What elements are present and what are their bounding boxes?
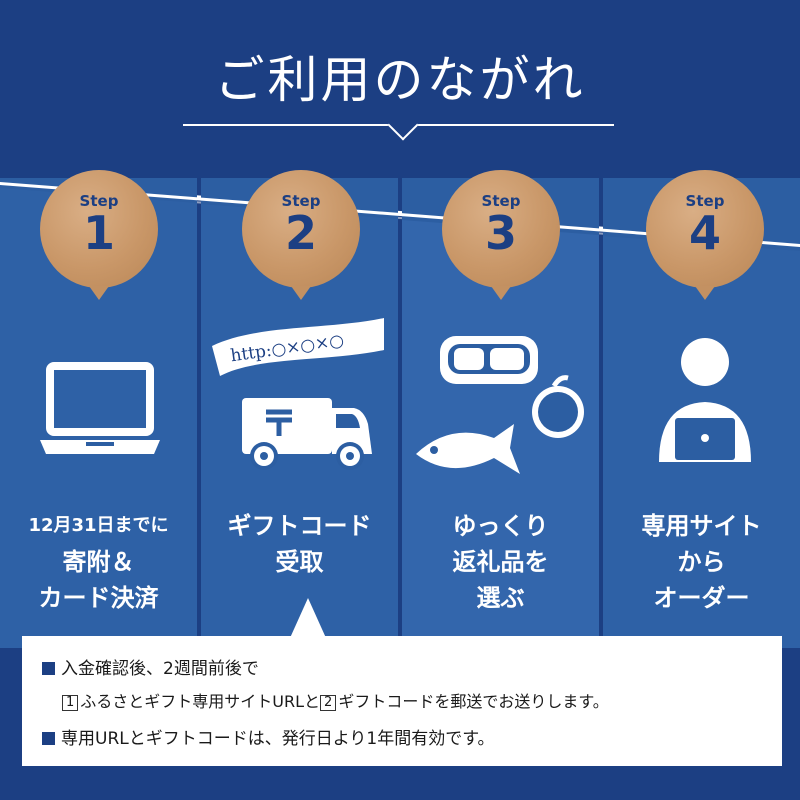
caption-line: 選ぶ xyxy=(476,584,525,612)
notes-text: ふるさとギフト専用サイトURLと xyxy=(80,692,321,711)
step-label: Step xyxy=(481,192,521,210)
caption-line: 寄附＆ xyxy=(62,548,135,576)
laptop-icon xyxy=(40,362,160,454)
title-underline-left xyxy=(183,124,388,126)
notes-line-1: 入金確認後、2週間前後で xyxy=(42,654,259,679)
step-badge-1: Step 1 xyxy=(40,170,158,300)
step-label: Step xyxy=(79,192,119,210)
caption-line: カード決済 xyxy=(38,584,159,612)
step-number: 3 xyxy=(484,206,517,260)
boxed-number: 1 xyxy=(62,695,79,711)
step-badge-4: Step 4 xyxy=(646,170,764,300)
title-underline-right xyxy=(418,124,614,126)
boxed-number: 2 xyxy=(320,695,337,711)
page-title: ご利用のながれ xyxy=(214,51,586,109)
step-number: 1 xyxy=(82,206,115,260)
caption-line: 返礼品を xyxy=(452,548,549,576)
step-badge-3: Step 3 xyxy=(442,170,560,300)
diagonal-stripe-front xyxy=(0,182,800,247)
step-caption-1: 12月31日までに 寄附＆ カード決済 xyxy=(0,508,197,616)
caption-line: 専用サイト xyxy=(641,512,762,540)
caption-line: ギフトコード xyxy=(227,512,372,540)
step-caption-4: 専用サイト から オーダー xyxy=(603,508,800,616)
step-number: 2 xyxy=(284,206,317,260)
caption-line: 受取 xyxy=(275,548,324,576)
food-icon xyxy=(416,336,584,474)
caption-line: 12月31日までに xyxy=(28,515,169,536)
step-caption-3: ゆっくり 返礼品を 選ぶ xyxy=(402,508,599,616)
step-caption-2: ギフトコード 受取 xyxy=(201,508,398,580)
delivery-truck-icon xyxy=(212,318,384,470)
step-label: Step xyxy=(685,192,725,210)
notes-text: 専用URLとギフトコードは、発行日より1年間有効です。 xyxy=(61,729,495,749)
bullet-square-icon xyxy=(42,732,55,745)
title-notch xyxy=(387,109,419,141)
notes-text: 入金確認後、2週間前後で xyxy=(61,659,259,679)
step-label: Step xyxy=(281,192,321,210)
caption-line: ゆっくり xyxy=(452,512,549,540)
panel-pointer xyxy=(290,598,326,638)
step-badge-2: Step 2 xyxy=(242,170,360,300)
step-number: 4 xyxy=(688,206,721,260)
bullet-square-icon xyxy=(42,662,55,675)
caption-line: から xyxy=(677,548,726,576)
notes-text: ギフトコードを郵送でお送りします。 xyxy=(338,692,609,711)
notes-line-3: 専用URLとギフトコードは、発行日より1年間有効です。 xyxy=(42,724,495,749)
caption-line: オーダー xyxy=(653,584,750,612)
person-laptop-icon xyxy=(659,338,751,462)
